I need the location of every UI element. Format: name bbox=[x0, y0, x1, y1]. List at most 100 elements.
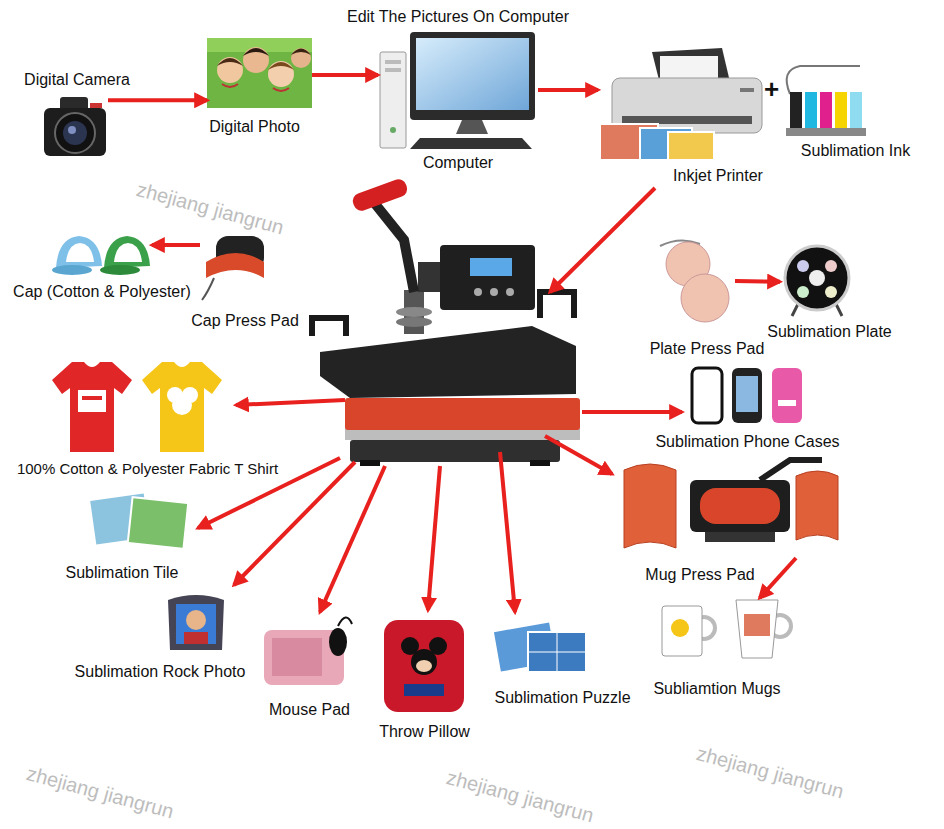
mug-picture bbox=[744, 614, 770, 636]
ink-picture bbox=[786, 128, 866, 136]
printer-picture bbox=[660, 56, 718, 78]
mug-press-pad-picture bbox=[624, 460, 838, 548]
press-arrow bbox=[236, 400, 345, 405]
cap-picture bbox=[66, 243, 94, 262]
photo-picture bbox=[268, 62, 294, 70]
computer-picture bbox=[380, 52, 406, 148]
watermark: zhejiang jiangrun bbox=[444, 766, 596, 827]
press-arrow bbox=[320, 466, 385, 612]
mug-picture bbox=[662, 606, 702, 656]
flow-arrow bbox=[760, 558, 796, 598]
t-shirt-picture bbox=[52, 362, 132, 452]
printer-picture bbox=[740, 88, 754, 92]
rock-photo-picture bbox=[176, 604, 216, 644]
phone-case-picture bbox=[736, 376, 758, 412]
press-arrow bbox=[500, 452, 515, 612]
mug-picture bbox=[736, 600, 778, 658]
node-label: Sublimation Tile bbox=[66, 564, 179, 582]
heat-press-picture bbox=[372, 200, 414, 292]
product-node: Plate Press Pad bbox=[655, 240, 735, 322]
plate-press-pad-picture bbox=[660, 240, 729, 322]
product-node: Sublimation Tile bbox=[88, 490, 188, 550]
computer-picture bbox=[410, 138, 532, 149]
mug-press-pad-picture bbox=[624, 464, 676, 548]
mug-press-pad-picture bbox=[700, 488, 780, 524]
press-arrow bbox=[550, 188, 655, 292]
mug-press-pad-picture bbox=[705, 532, 775, 542]
node-label: Computer bbox=[423, 154, 493, 172]
tile-picture bbox=[128, 497, 189, 549]
pillow-picture bbox=[384, 620, 464, 712]
pillow-picture bbox=[411, 649, 437, 675]
node-label: Mouse Pad bbox=[269, 701, 350, 719]
rock-photo-picture bbox=[168, 595, 224, 650]
ink-picture bbox=[820, 92, 832, 130]
watermark: zhejiang jiangrun bbox=[694, 742, 846, 803]
node-heading: Digital Camera bbox=[24, 71, 130, 89]
flow-arrow bbox=[538, 88, 598, 92]
computer-picture bbox=[456, 120, 488, 134]
heat-press-picture bbox=[490, 288, 498, 296]
node-label: Sublimation Puzzle bbox=[494, 689, 630, 707]
flow-arrow bbox=[152, 243, 200, 247]
product-node: 100% Cotton & Polyester Fabric T Shirt bbox=[50, 362, 225, 452]
node-label: Sublimation Rock Photo bbox=[75, 663, 246, 681]
heat-press-picture bbox=[345, 398, 580, 430]
cap-press-pad-picture bbox=[206, 253, 264, 278]
heat-press-picture bbox=[540, 292, 574, 318]
computer-picture bbox=[380, 32, 535, 149]
node-heading: Edit The Pictures On Computer bbox=[347, 8, 569, 26]
computer-picture bbox=[385, 60, 401, 64]
rock-photo-picture bbox=[184, 632, 208, 644]
phone-case-picture bbox=[692, 368, 722, 423]
photo-picture bbox=[222, 84, 238, 87]
ink-picture bbox=[805, 92, 817, 130]
plus-sign: + bbox=[764, 74, 779, 105]
product-node: Sublimation Ink bbox=[785, 88, 870, 138]
product-node: Cap Press Pad bbox=[200, 232, 268, 304]
computer-picture bbox=[416, 38, 529, 110]
heat-press-picture bbox=[360, 460, 380, 466]
product-node: Digital Camera bbox=[40, 95, 108, 160]
computer-picture bbox=[385, 68, 401, 72]
mouse-pad-picture bbox=[272, 638, 322, 676]
product-node: Digital Photo bbox=[207, 38, 312, 108]
plate-picture bbox=[785, 246, 849, 310]
ink-picture bbox=[850, 92, 862, 130]
rock-photo-picture bbox=[168, 595, 224, 650]
phone-case-picture bbox=[732, 368, 762, 423]
flow-arrow bbox=[735, 279, 780, 284]
node-label: Sublimation Phone Cases bbox=[655, 433, 839, 451]
mug-press-pad-picture bbox=[796, 471, 838, 540]
node-label: Sublimation Ink bbox=[801, 142, 910, 160]
watermark: zhejiang jiangrun bbox=[134, 178, 286, 239]
phone-case-picture bbox=[778, 400, 796, 406]
heat-press-picture bbox=[312, 177, 580, 466]
flow-arrow bbox=[108, 98, 207, 102]
product-node: Mug Press Pad bbox=[620, 458, 840, 558]
t-shirt-picture bbox=[142, 362, 222, 452]
node-label: Digital Photo bbox=[209, 118, 300, 136]
node-label: Throw Pillow bbox=[379, 723, 470, 741]
heat-press-picture bbox=[474, 288, 482, 296]
photo-picture bbox=[207, 38, 312, 108]
product-node: Subliamtion Mugs bbox=[657, 598, 787, 668]
node-label: 100% Cotton & Polyester Fabric T Shirt bbox=[17, 460, 278, 477]
plate-press-pad-picture bbox=[681, 274, 729, 322]
puzzle-picture bbox=[528, 632, 586, 672]
plate-picture bbox=[797, 260, 809, 272]
camera-picture bbox=[44, 108, 106, 156]
camera-picture bbox=[55, 113, 95, 153]
photo-picture bbox=[291, 48, 311, 68]
photo-picture bbox=[217, 57, 243, 83]
pillow-picture bbox=[404, 684, 444, 696]
t-shirt-picture bbox=[82, 396, 102, 400]
printer-picture bbox=[622, 116, 752, 124]
camera-picture bbox=[63, 121, 87, 145]
heat-press-picture bbox=[350, 440, 560, 462]
plate-picture bbox=[825, 286, 837, 298]
